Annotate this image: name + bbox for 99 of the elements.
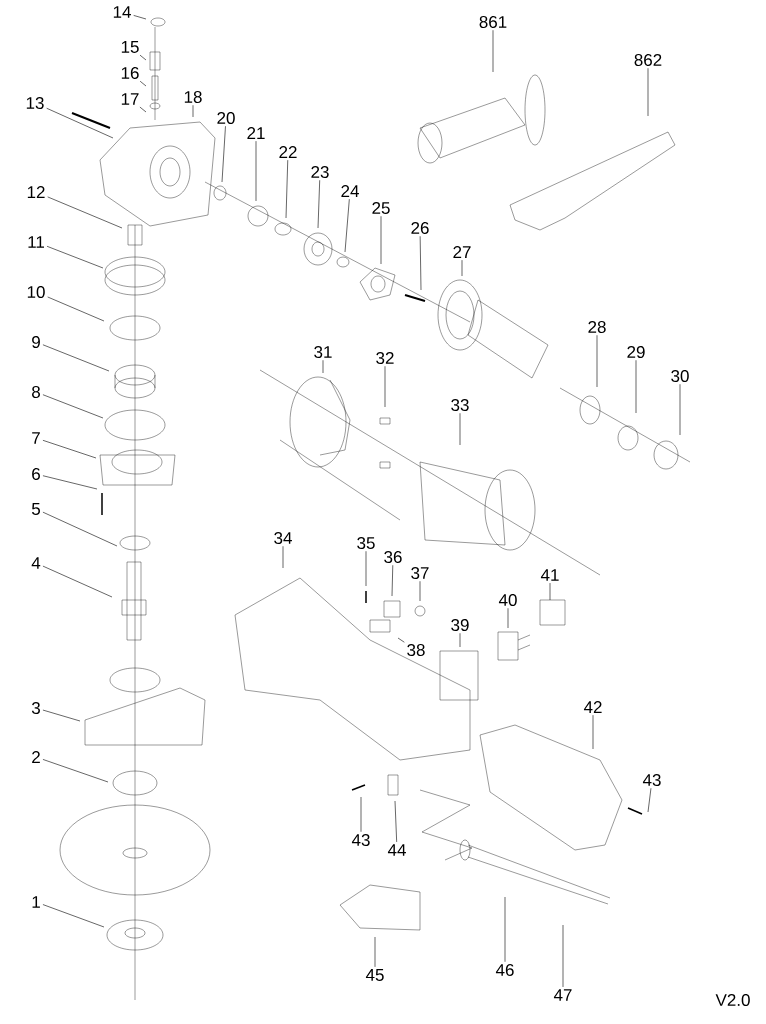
leader-line	[492, 29, 494, 73]
callout-number: 20	[217, 112, 235, 125]
leader-line	[397, 637, 405, 643]
leader-line	[42, 475, 98, 490]
callout-number: 8	[32, 386, 40, 399]
callout-number: 18	[184, 91, 202, 103]
callout-number: 17	[121, 93, 139, 105]
leader-line	[384, 365, 386, 408]
callout-number: 35	[357, 537, 375, 550]
callout-number: 11	[28, 236, 44, 248]
callout-number: 3	[31, 702, 40, 715]
leader-line	[42, 394, 104, 419]
callout-number: 15	[121, 41, 139, 53]
callout-number: 861	[479, 16, 507, 28]
leader-line	[419, 580, 421, 602]
leader-line	[459, 632, 461, 648]
leader-line	[139, 54, 147, 61]
callout-number: 43	[351, 834, 370, 847]
callout-number: 21	[247, 127, 265, 139]
leader-line	[139, 106, 147, 113]
leader-line	[394, 800, 397, 843]
callout-number: 25	[372, 202, 390, 215]
callout-number: 26	[411, 222, 429, 235]
callout-number: 7	[32, 432, 40, 444]
leader-line	[679, 383, 681, 436]
leader-line	[365, 550, 367, 587]
callout-number: 37	[411, 567, 429, 580]
callout-number: 9	[32, 336, 40, 349]
leader-line	[192, 104, 194, 118]
leader-line	[322, 359, 324, 374]
callout-number: 862	[634, 54, 662, 66]
callout-number: 22	[279, 146, 297, 158]
leader-line	[459, 412, 461, 446]
leader-line	[461, 259, 463, 277]
leader-line	[507, 607, 509, 629]
leader-line	[42, 565, 113, 598]
leader-line	[42, 440, 97, 459]
leader-line	[282, 545, 284, 569]
leader-line	[42, 344, 110, 372]
leader-line	[221, 125, 226, 183]
callout-number: 28	[588, 321, 606, 334]
callout-number: 40	[498, 594, 517, 607]
leader-line	[562, 924, 564, 988]
leader-line	[42, 759, 109, 783]
leader-line	[635, 359, 637, 414]
leader-line	[42, 904, 105, 928]
callout-number: 46	[495, 964, 514, 977]
callout-number: 29	[627, 346, 645, 359]
leader-line	[47, 196, 123, 229]
leader-line	[596, 334, 598, 388]
callout-number: 32	[376, 352, 394, 365]
callout-number: 34	[274, 532, 292, 545]
callout-number: 30	[671, 370, 689, 383]
callout-number: 10	[27, 286, 45, 299]
callout-number: 6	[32, 468, 40, 481]
leader-line	[391, 564, 394, 597]
version-label: V2.0	[715, 994, 750, 1007]
leader-line	[133, 15, 147, 20]
callout-number: 36	[384, 551, 402, 564]
leader-line	[317, 179, 320, 229]
callout-number: 31	[314, 346, 332, 359]
callout-number: 41	[540, 569, 559, 581]
leader-line	[47, 296, 105, 322]
callout-number: 38	[407, 644, 425, 657]
callout-number: 27	[453, 246, 471, 258]
callout-number: 45	[365, 969, 384, 981]
callout-number: 14	[113, 6, 131, 18]
leader-line	[255, 140, 257, 202]
leader-line	[344, 198, 350, 253]
leader-line	[374, 936, 376, 968]
leader-line	[46, 246, 104, 269]
callout-number: 47	[553, 989, 572, 1001]
leader-line	[504, 896, 506, 963]
leader-line	[42, 511, 118, 547]
callout-number: 44	[387, 844, 406, 856]
callout-number: 43	[642, 774, 661, 787]
callout-number: 24	[341, 185, 359, 197]
callout-number: 5	[31, 503, 40, 515]
leader-line	[647, 67, 649, 117]
leader-line	[46, 107, 114, 139]
callout-number: 42	[583, 701, 602, 713]
callout-number: 23	[311, 166, 329, 179]
callout-number: 2	[32, 751, 40, 763]
leader-line	[360, 796, 362, 833]
callout-number: 4	[31, 557, 41, 569]
leader-line	[42, 709, 81, 722]
leader-line	[419, 235, 422, 291]
leader-line	[139, 80, 147, 87]
callout-number: 39	[451, 619, 469, 632]
leader-line	[592, 714, 594, 750]
leader-line	[549, 582, 551, 601]
leader-line	[380, 215, 382, 265]
callout-number: 1	[32, 896, 40, 908]
leader-line	[647, 787, 652, 813]
callout-number: 12	[27, 186, 45, 198]
callout-number: 16	[121, 67, 139, 79]
callout-number: 13	[26, 97, 44, 110]
leader-line	[285, 159, 289, 219]
callout-number: 33	[451, 399, 469, 412]
